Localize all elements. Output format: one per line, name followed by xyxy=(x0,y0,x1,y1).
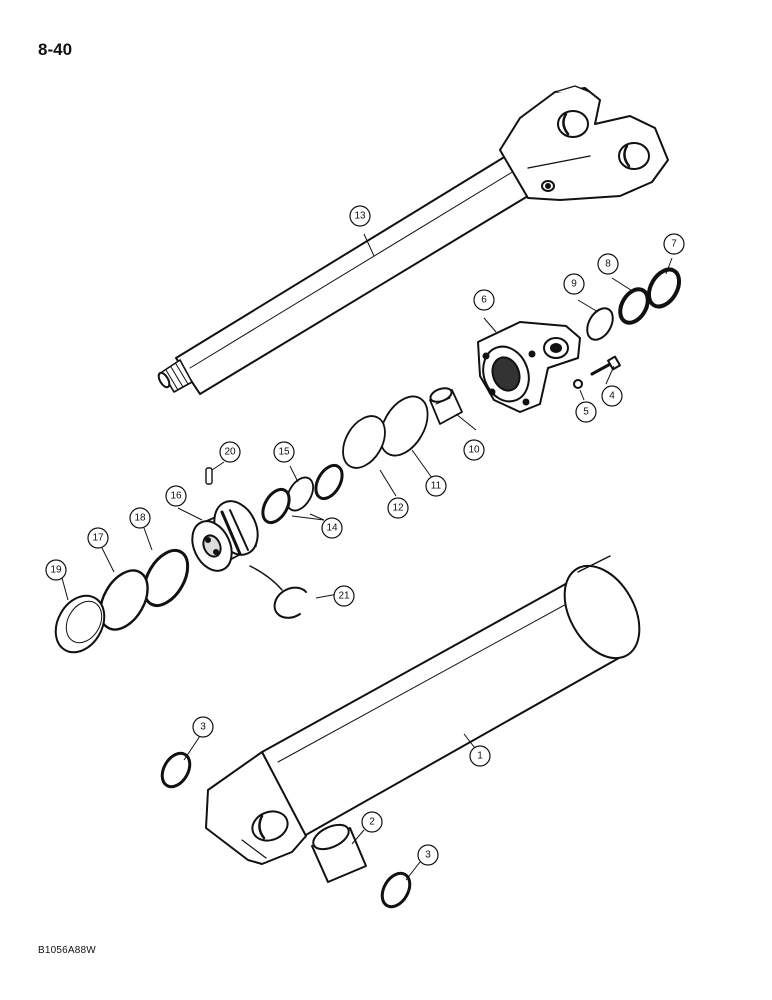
figure-code: B1056A88W xyxy=(38,945,96,956)
bolt xyxy=(590,355,621,376)
callout-17: 17 xyxy=(87,527,109,549)
svg-text:5: 5 xyxy=(583,407,589,418)
piston-rod xyxy=(157,85,669,395)
svg-text:10: 10 xyxy=(468,445,480,456)
piston-ring xyxy=(54,594,106,654)
o-ring-large xyxy=(379,395,429,457)
svg-text:19: 19 xyxy=(50,565,62,576)
svg-text:15: 15 xyxy=(278,447,290,458)
seal-ring-14b xyxy=(261,487,291,525)
svg-text:17: 17 xyxy=(92,533,104,544)
wear-ring xyxy=(142,549,190,607)
callout-3: 3 xyxy=(192,716,214,738)
callout-2: 2 xyxy=(361,811,383,833)
callout-6: 6 xyxy=(473,289,495,311)
svg-text:16: 16 xyxy=(170,491,182,502)
callout-3: 3 xyxy=(417,844,439,866)
retaining-ring-upper xyxy=(160,751,192,789)
seal-ring-14a xyxy=(314,463,344,501)
piston-seal xyxy=(99,569,149,631)
svg-text:8: 8 xyxy=(605,259,611,270)
piston xyxy=(191,500,259,572)
svg-text:14: 14 xyxy=(326,523,338,534)
wiper-seal xyxy=(646,267,682,309)
svg-text:2: 2 xyxy=(369,817,375,828)
callout-18: 18 xyxy=(129,507,151,529)
svg-text:21: 21 xyxy=(338,591,350,602)
callout-20: 20 xyxy=(219,441,241,463)
callout-21: 21 xyxy=(333,585,355,607)
callout-7: 7 xyxy=(663,233,685,255)
callout-1: 1 xyxy=(469,745,491,767)
pin xyxy=(205,467,213,485)
callout-12: 12 xyxy=(387,497,409,519)
svg-text:1: 1 xyxy=(477,751,483,762)
rod-seal xyxy=(618,287,650,325)
callout-4: 4 xyxy=(601,385,623,407)
svg-text:18: 18 xyxy=(134,513,146,524)
svg-text:3: 3 xyxy=(200,722,206,733)
seal-ring-15 xyxy=(285,476,315,512)
base-bushing xyxy=(311,823,367,883)
retaining-ring-lower xyxy=(380,871,412,909)
callout-16: 16 xyxy=(165,485,187,507)
svg-text:9: 9 xyxy=(571,279,577,290)
callout-9: 9 xyxy=(563,273,585,295)
callout-13: 13 xyxy=(349,205,371,227)
svg-text:12: 12 xyxy=(392,503,404,514)
callout-14: 14 xyxy=(321,517,343,539)
callout-10: 10 xyxy=(463,439,485,461)
svg-text:4: 4 xyxy=(609,391,615,402)
svg-text:6: 6 xyxy=(481,295,487,306)
snap-ring xyxy=(273,586,307,619)
svg-text:13: 13 xyxy=(354,211,366,222)
o-ring xyxy=(342,415,386,469)
callout-5: 5 xyxy=(575,401,597,423)
callout-19: 19 xyxy=(45,559,67,581)
callout-8: 8 xyxy=(597,253,619,275)
washer xyxy=(573,379,583,389)
cylinder-barrel xyxy=(205,555,641,865)
rod-guide xyxy=(477,321,581,413)
svg-text:20: 20 xyxy=(224,447,236,458)
backup-ring xyxy=(586,307,614,341)
bushing xyxy=(429,387,463,425)
svg-text:7: 7 xyxy=(671,239,677,250)
svg-text:11: 11 xyxy=(431,481,442,492)
leader-lines xyxy=(61,233,673,881)
page-number: 8-40 xyxy=(38,40,73,59)
svg-text:3: 3 xyxy=(425,850,431,861)
callout-15: 15 xyxy=(273,441,295,463)
callout-11: 11 xyxy=(425,475,447,497)
